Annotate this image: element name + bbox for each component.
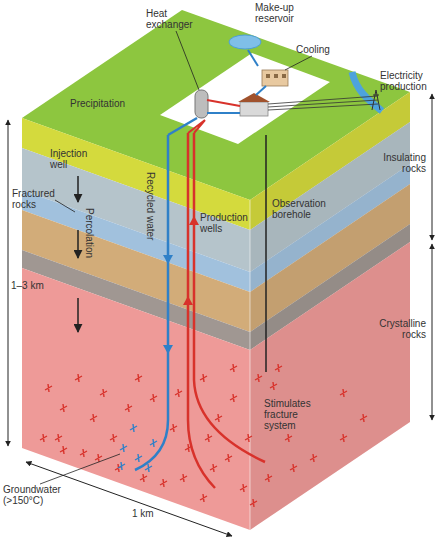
part-label: Heat exchanger: [146, 8, 204, 30]
dimension-arrow: [432, 244, 433, 420]
plant-site: [160, 53, 330, 144]
layer-label: Insulating rocks: [371, 152, 426, 174]
percolation-arrow: [77, 230, 79, 258]
power-house-roof: [238, 93, 270, 102]
injection-well: [135, 135, 168, 470]
dimension-arrow: [8, 120, 9, 446]
part-label: Electricity production: [380, 70, 440, 92]
flow-label: Recycled water: [145, 172, 156, 240]
crystalline-layer: [22, 268, 250, 530]
block-edge: [250, 200, 251, 530]
part-label: Precipitation: [70, 98, 145, 109]
leader-line: [40, 454, 120, 484]
percolation-arrow: [77, 176, 79, 202]
dimension-label: 1 km: [132, 508, 154, 519]
flow-arrow: [189, 216, 199, 225]
power-house: [240, 102, 268, 116]
production-well: [194, 133, 265, 462]
fracture-marks: [118, 424, 157, 472]
cold-pipe: [256, 86, 266, 95]
building-window: [282, 74, 286, 78]
hot-pipe: [207, 100, 240, 106]
flow-label: Percolation: [84, 208, 95, 258]
leader-line: [55, 200, 75, 212]
part-label: Groundwater (>150°C): [3, 484, 75, 506]
cold-pipe: [207, 112, 240, 114]
production-well: [188, 133, 215, 488]
layer-label: Crystalline rocks: [371, 318, 426, 340]
cooling-building: [262, 70, 288, 86]
dimension-arrow: [26, 462, 232, 536]
water-pipe: [248, 50, 258, 66]
building-window: [274, 74, 278, 78]
part-label: Make-up reservoir: [255, 2, 313, 24]
fracture-marks: [40, 364, 367, 507]
layer-label: Fractured rocks: [12, 188, 60, 210]
part-label: Stimulates fracture system: [264, 398, 332, 431]
cold-pipe: [168, 118, 197, 135]
building-window: [266, 74, 270, 78]
part-label: Cooling: [296, 44, 346, 55]
part-label: Production wells: [200, 212, 255, 234]
heat-exchanger-symbol: [195, 90, 208, 118]
power-line: [268, 96, 378, 110]
part-label: Injection well: [50, 148, 105, 170]
observation-borehole: [265, 135, 267, 372]
part-label: Observation borehole: [272, 198, 357, 220]
face-shade: [250, 92, 410, 530]
reservoir-pond: [229, 35, 261, 49]
leader-line: [285, 56, 312, 70]
pylon-symbol: [372, 90, 380, 110]
percolation-arrow: [77, 298, 79, 332]
dimension-arrow: [432, 94, 433, 240]
leader-line: [176, 31, 199, 90]
hot-pipe: [188, 120, 205, 133]
dimension-label: 1–3 km: [11, 280, 44, 291]
flow-arrow: [183, 296, 193, 305]
flow-arrow: [163, 255, 173, 264]
flow-arrow: [163, 345, 173, 354]
